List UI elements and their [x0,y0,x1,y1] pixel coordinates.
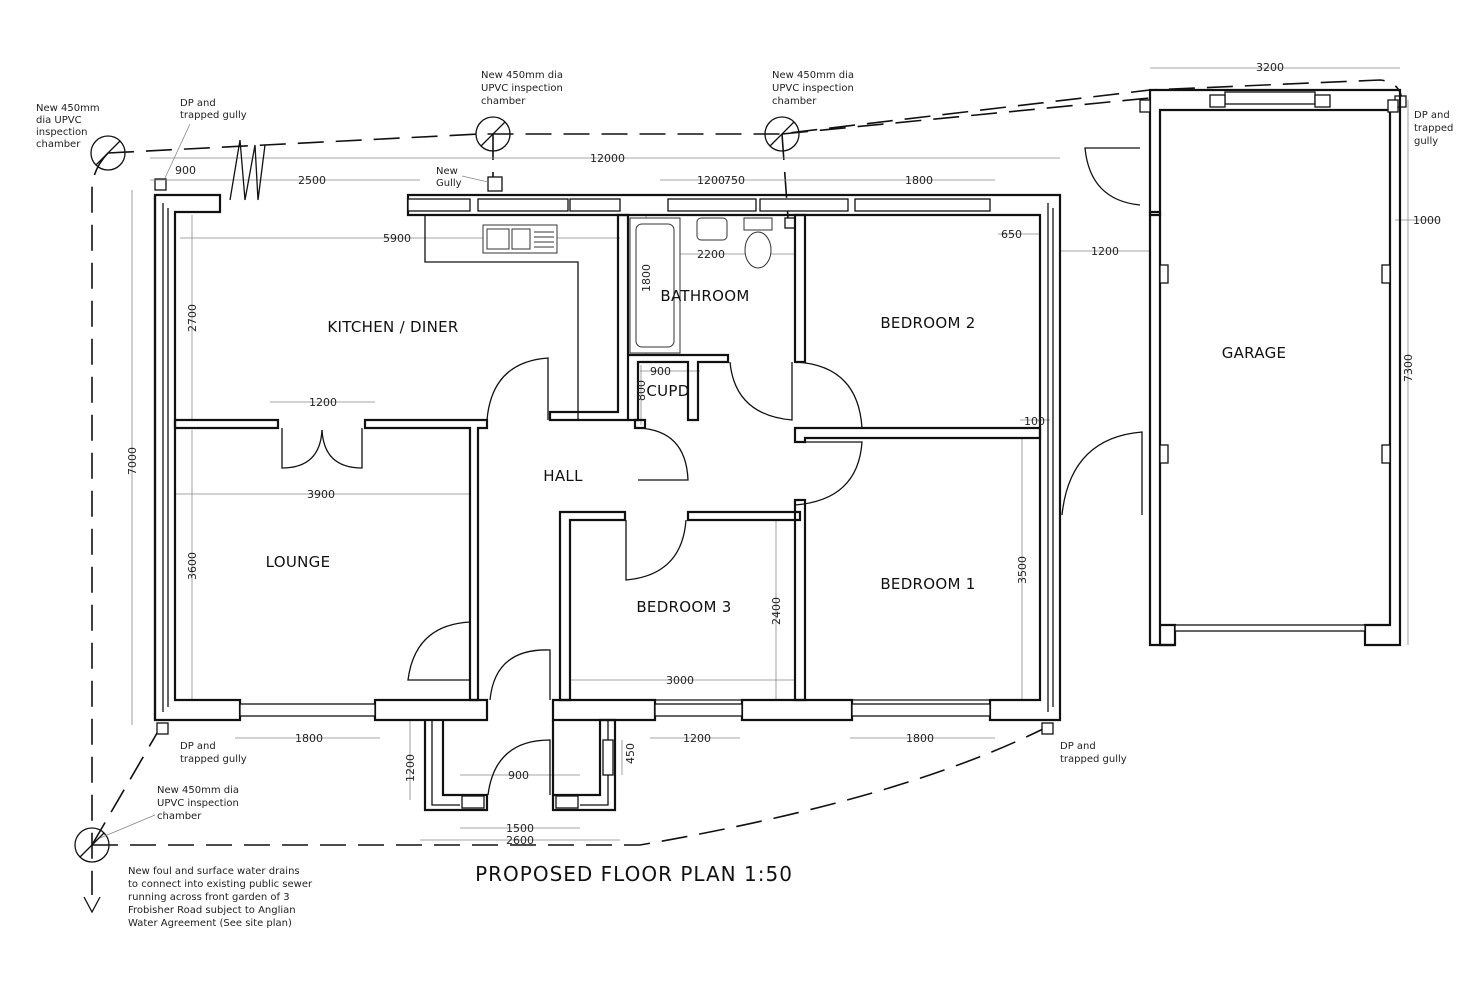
room-label-bedroom3: BEDROOM 3 [636,598,731,616]
dim-1800-bath: 1800 [640,264,653,292]
inspection-chamber-left [90,135,126,171]
dim-7300: 7300 [1402,354,1415,382]
dim-1200-garage: 1200 [1091,245,1119,258]
note-gully: New Gully [436,166,462,189]
bathroom-fixtures [629,217,773,354]
note-ic-botleft: New 450mm dia UPVC inspection chamber [157,785,242,822]
dim-3200: 3200 [1256,61,1284,74]
dim-2600: 2600 [506,834,534,847]
dim-1200-top: 1200 [697,174,725,187]
dim-900-cupd: 900 [650,365,671,378]
dim-2400: 2400 [770,597,783,625]
dim-900-porch: 900 [508,769,529,782]
inspection-chamber-right [764,116,800,152]
doors [281,147,1143,796]
plan-title: PROPOSED FLOOR PLAN 1:50 [475,862,793,886]
dim-1800-bottom-right: 1800 [906,732,934,745]
bifold-door [229,139,266,201]
dim-650: 650 [1001,228,1022,241]
note-dp-botright: DP and trapped gully [1060,741,1127,765]
dim-3900: 3900 [307,488,335,501]
dim-1200-lounge: 1200 [309,396,337,409]
dim-100: 100 [1024,415,1045,428]
dim-12000: 12000 [590,152,625,165]
dim-900-top: 900 [175,164,196,177]
dim-1200-bottom: 1200 [683,732,711,745]
house-walls [153,193,1062,812]
room-label-hall: HALL [543,467,583,485]
dim-5900: 5900 [383,232,411,245]
garage-walls [1139,88,1402,647]
note-ic-right: New 450mm dia UPVC inspection chamber [772,70,857,107]
gully-botleft [156,722,169,735]
dim-3600: 3600 [186,552,199,580]
dim-450: 450 [624,743,637,764]
kitchen-worktop [424,215,579,420]
new-gully [487,176,503,192]
arrow-down-icon [83,896,101,914]
note-dp-topleft: DP and trapped gully [180,98,247,121]
windows [239,198,991,809]
inspection-chamber-mid [475,116,511,152]
room-label-cupd: CUPD [646,382,689,400]
room-label-garage: GARAGE [1222,344,1287,362]
dim-800: 800 [635,380,648,401]
dim-7000: 7000 [126,447,139,475]
dim-1500: 1500 [506,822,534,835]
gully-botright [1041,722,1054,735]
gully-topleft [154,178,167,191]
room-label-bedroom2: BEDROOM 2 [880,314,975,332]
note-dp-topright: DP and trapped gully [1414,110,1457,147]
dimension-labels: 12000 900 2500 1200 750 1800 3200 1000 5… [126,61,1441,847]
dim-2700: 2700 [186,304,199,332]
dim-2200: 2200 [697,248,725,261]
dim-1200-porch: 1200 [404,754,417,782]
note-ic-mid: New 450mm dia UPVC inspection chamber [481,70,566,107]
note-ic-left: New 450mm dia UPVC inspection chamber [36,103,103,150]
note-drains: New foul and surface water drains to con… [128,866,315,929]
room-label-lounge: LOUNGE [266,553,331,571]
room-label-kitchen: KITCHEN / DINER [327,318,458,336]
gully-bath [784,217,796,229]
inspection-chamber-bottom-left [74,827,110,863]
dim-1800-top: 1800 [905,174,933,187]
dim-3500: 3500 [1016,556,1029,584]
room-label-bedroom1: BEDROOM 1 [880,575,975,593]
note-dp-botleft: DP and trapped gully [180,741,247,765]
room-label-bathroom: BATHROOM [660,287,749,305]
dim-1800-bottom-left: 1800 [295,732,323,745]
dim-2500: 2500 [298,174,326,187]
dim-3000: 3000 [666,674,694,687]
dim-1000: 1000 [1413,214,1441,227]
dim-750: 750 [724,174,745,187]
